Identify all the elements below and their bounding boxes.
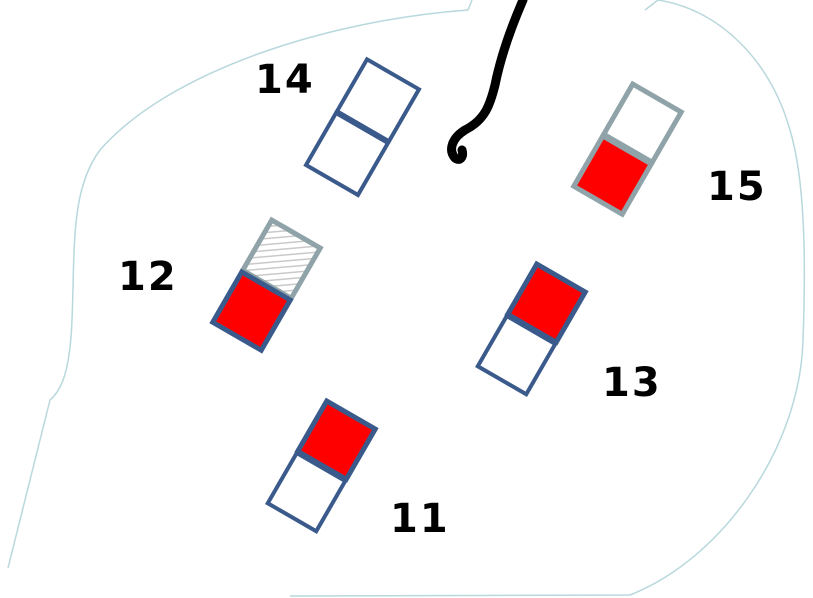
hand-drawn-line	[447, 0, 528, 164]
unit-11	[265, 397, 379, 534]
unit-13	[475, 260, 589, 397]
unit-11-bottom-cell	[265, 450, 348, 534]
unit-13-label: 13	[602, 360, 662, 406]
unit-14-bottom-cell	[303, 110, 391, 198]
region-boundary-right	[289, 0, 806, 597]
unit-11-label: 11	[390, 496, 450, 542]
unit-15-label: 15	[707, 164, 767, 210]
unit-12-label: 12	[118, 254, 178, 300]
unit-13-bottom-cell	[475, 313, 558, 397]
unit-14-label: 14	[255, 57, 315, 103]
unit-13-top-cell	[504, 260, 589, 346]
unit-11-top-cell	[294, 397, 379, 483]
region-boundary	[7, 0, 473, 569]
unit-12	[209, 216, 324, 354]
unit-14	[303, 56, 422, 198]
unit-12-bottom-cell	[209, 268, 294, 354]
unit-15-bottom-cell	[570, 132, 655, 218]
unit-15	[570, 80, 685, 218]
